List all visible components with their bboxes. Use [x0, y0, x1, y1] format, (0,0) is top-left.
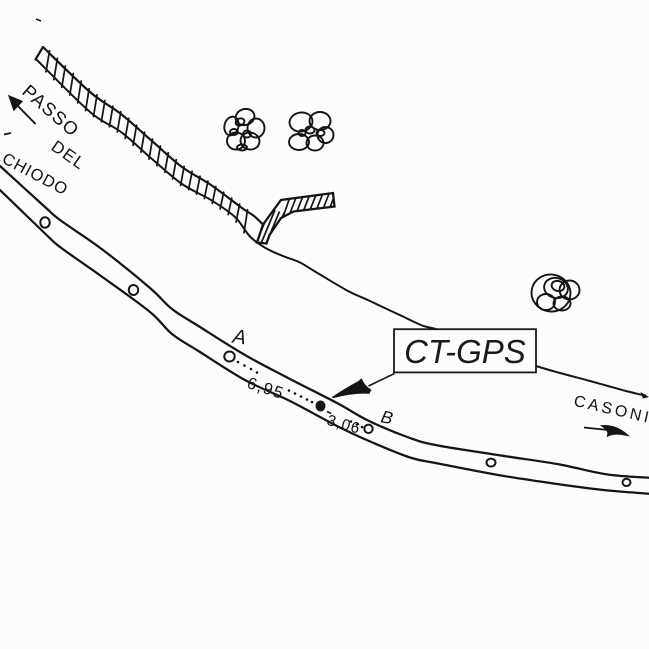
svg-text:CT-GPS: CT-GPS: [404, 333, 526, 370]
svg-text:A: A: [230, 326, 247, 350]
svg-text:B: B: [379, 406, 395, 428]
